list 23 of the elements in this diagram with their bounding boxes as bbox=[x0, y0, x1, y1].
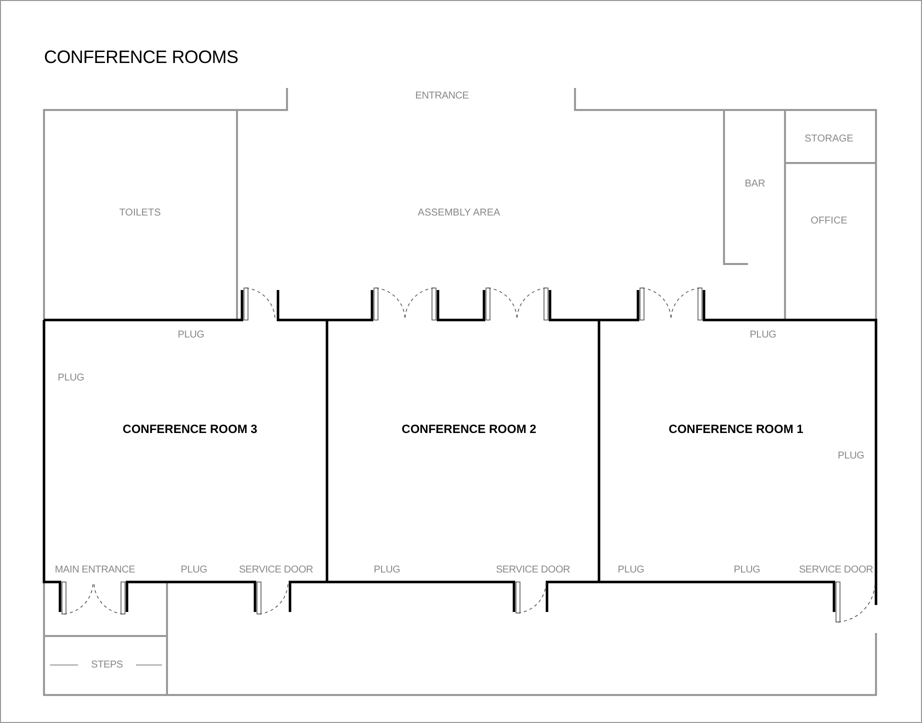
door-label: SERVICE DOOR bbox=[238, 564, 314, 576]
plug-label: PLUG bbox=[838, 450, 864, 462]
plug-label: PLUG bbox=[58, 372, 84, 384]
area-label: STORAGE bbox=[804, 134, 854, 144]
room-name: CONFERENCE ROOM 3 bbox=[122, 422, 258, 436]
door-label: SERVICE DOOR bbox=[496, 564, 570, 576]
area-label: OFFICE bbox=[810, 216, 848, 226]
plug-label: PLUG bbox=[374, 564, 400, 576]
plug-label: PLUG bbox=[178, 330, 204, 340]
title: CONFERENCE ROOMS bbox=[44, 47, 238, 68]
plug-label: PLUG bbox=[618, 564, 644, 576]
room-name: CONFERENCE ROOM 2 bbox=[402, 422, 536, 436]
door-label: SERVICE DOOR bbox=[798, 564, 874, 576]
plug-label: PLUG bbox=[734, 564, 760, 576]
plug-label: PLUG bbox=[750, 330, 776, 340]
plug-label: PLUG bbox=[180, 564, 208, 576]
area-label: ASSEMBLY AREA bbox=[418, 208, 500, 218]
area-label: TOILETS bbox=[119, 208, 161, 218]
door-label: MAIN ENTRANCE bbox=[54, 564, 136, 576]
steps-label: STEPS bbox=[91, 660, 123, 670]
entrance-label: ENTRANCE bbox=[415, 90, 469, 102]
room-name: CONFERENCE ROOM 1 bbox=[668, 422, 804, 436]
area-label: BAR bbox=[744, 178, 766, 190]
